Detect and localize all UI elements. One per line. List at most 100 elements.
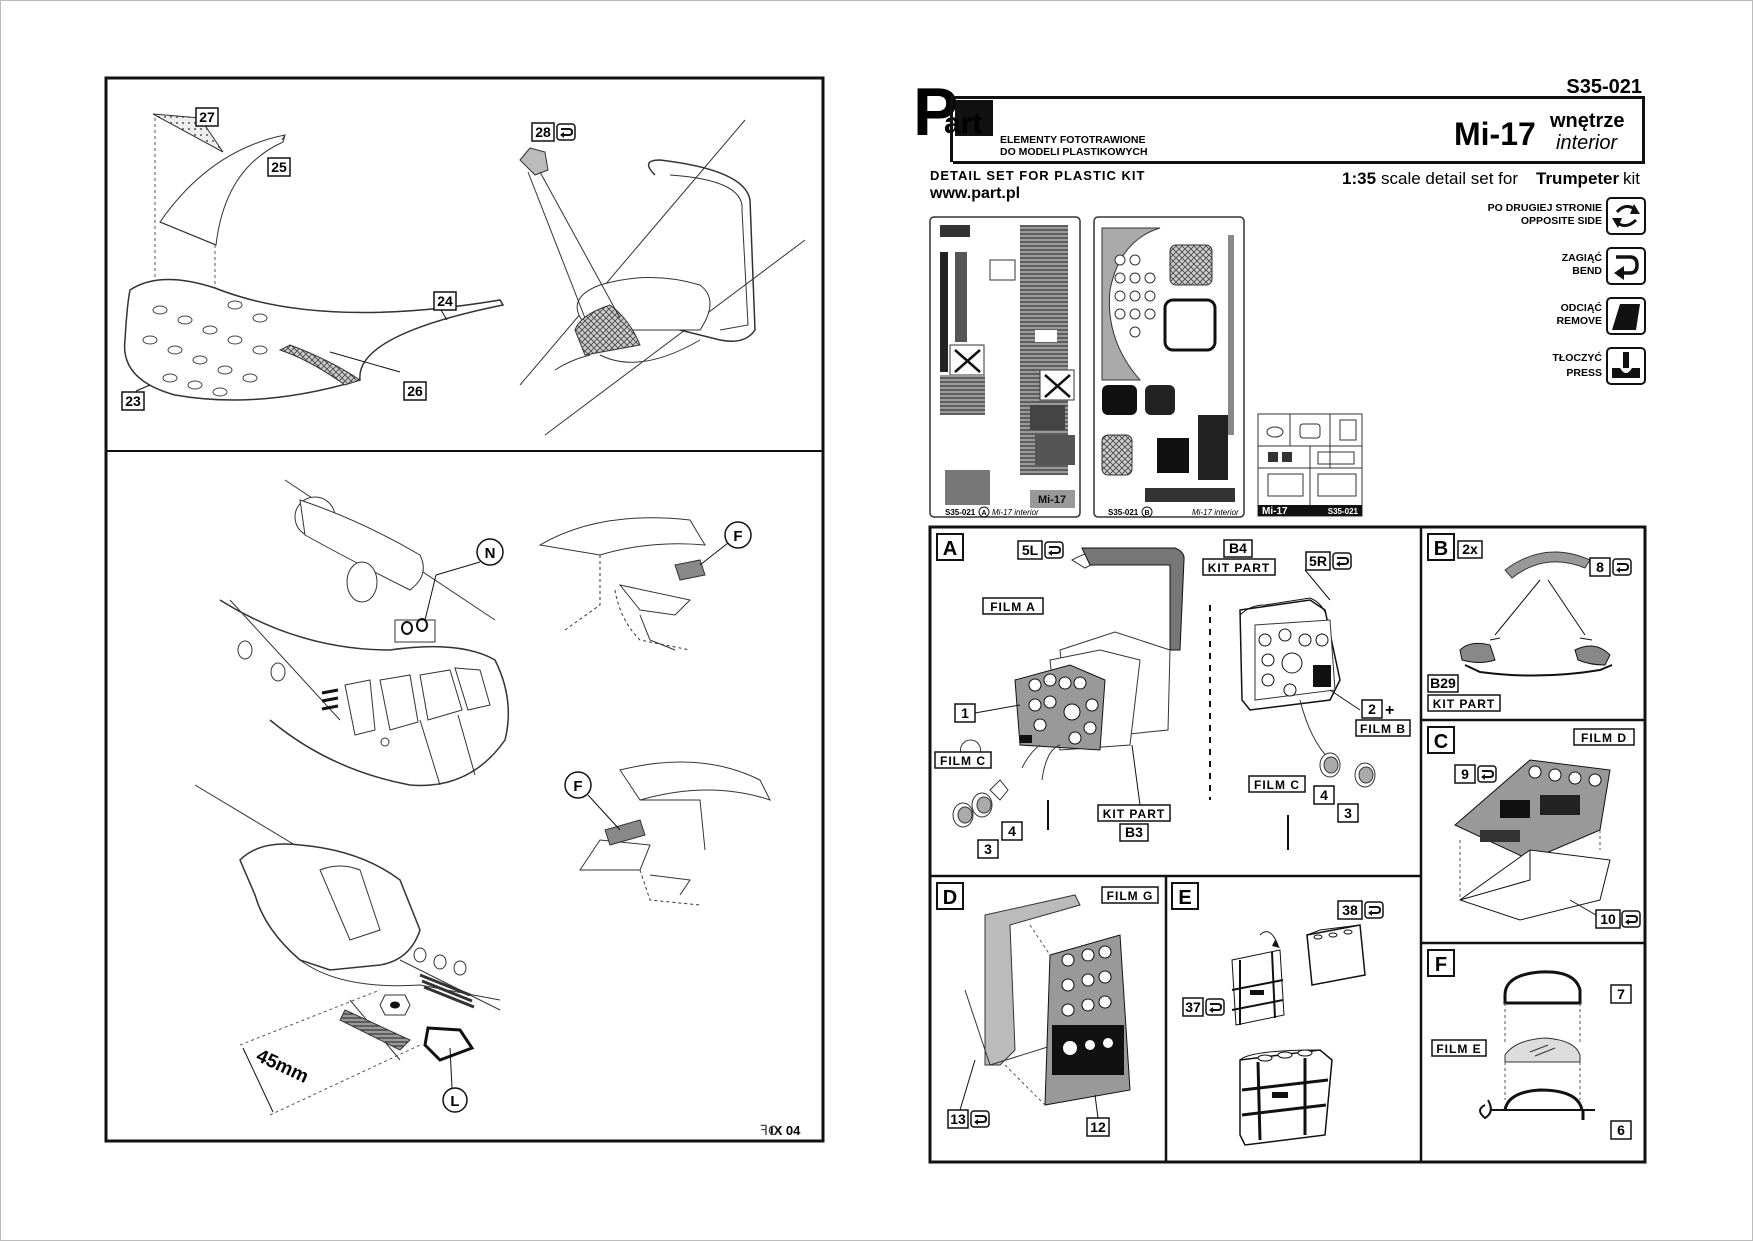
brand-line-1: ELEMENTY FOTOTRAWIONE [1000, 134, 1145, 146]
svg-text:5L: 5L [1022, 542, 1039, 558]
svg-text:KIT PART: KIT PART [1208, 561, 1270, 575]
cockpit-floor-diagram: L 45mm [194, 784, 501, 1116]
svg-text:13: 13 [950, 1111, 966, 1127]
svg-text:BEND: BEND [1572, 265, 1602, 277]
brand-line-2: DO MODELI PLASTIKOWYCH [1000, 146, 1148, 158]
svg-text:ZAGIĄĆ: ZAGIĄĆ [1562, 251, 1603, 264]
part-27: 27 [199, 109, 215, 125]
section-f: F 7 FILM E 6 [1427, 949, 1632, 1140]
svg-text:KIT PART: KIT PART [1103, 807, 1165, 821]
part-23: 23 [125, 393, 141, 409]
part-25: 25 [271, 159, 287, 175]
svg-text:3: 3 [1344, 805, 1352, 821]
svg-text:PRESS: PRESS [1566, 367, 1602, 379]
sc-logo-icon: ꟻC [760, 1122, 778, 1138]
svg-text:FILM G: FILM G [1107, 889, 1154, 903]
svg-text:B4: B4 [1229, 540, 1247, 556]
section-c-title: C [1434, 731, 1448, 753]
film-sheet: Mi-17 S35-021 [1257, 413, 1363, 517]
part-28: 28 [535, 124, 551, 140]
svg-text:10: 10 [1600, 911, 1616, 927]
svg-text:12: 12 [1090, 1119, 1106, 1135]
section-a-labels: 5L FILM A B4 KIT PART 5R 1 2 + FILM B FI… [934, 539, 1411, 859]
svg-text:A: A [981, 510, 986, 517]
svg-text:B3: B3 [1125, 824, 1143, 840]
svg-text:Mi-17 interior: Mi-17 interior [992, 508, 1039, 517]
svg-text:FILM C: FILM C [940, 754, 986, 768]
cockpit-nose-diagram [519, 119, 806, 436]
fret-b: S35-021 B Mi-17 interior [1093, 216, 1245, 518]
steps-grid [928, 525, 1647, 1164]
svg-text:1: 1 [961, 705, 969, 721]
svg-text:38: 38 [1342, 902, 1358, 918]
kit-brand: Trumpeter [1536, 169, 1620, 188]
website: www.part.pl [929, 185, 1020, 202]
svg-text:37: 37 [1185, 999, 1201, 1015]
section-b-title: B [1434, 538, 1448, 560]
svg-text:2: 2 [1368, 701, 1376, 717]
svg-text:3: 3 [984, 841, 992, 857]
header: S35-021 P art ELEMENTY FOTOTRAWIONE DO M… [913, 74, 1645, 202]
svg-text:6: 6 [1617, 1122, 1625, 1138]
product-code: S35-021 [1566, 76, 1642, 98]
footer-code: IX 04 [770, 1123, 801, 1138]
svg-text:5R: 5R [1309, 553, 1327, 569]
svg-text:art: art [944, 107, 982, 140]
svg-text:4: 4 [1320, 787, 1328, 803]
section-e: E 38 37 [1171, 882, 1384, 1146]
flip-icon [1606, 197, 1646, 235]
svg-text:+: + [1385, 702, 1394, 719]
section-d-title: D [943, 887, 957, 909]
svg-text:B29: B29 [1430, 675, 1456, 691]
svg-text:PO DRUGIEJ STRONIE: PO DRUGIEJ STRONIE [1488, 202, 1602, 214]
svg-text:FILM A: FILM A [990, 600, 1036, 614]
svg-text:FILM B: FILM B [1360, 722, 1406, 736]
svg-text:9: 9 [1461, 766, 1469, 782]
model-title: Mi-17 [1454, 116, 1536, 152]
fret-a: Mi-17 S35-021 A Mi-17 interior [929, 216, 1081, 518]
svg-text:7: 7 [1617, 986, 1625, 1002]
marker-f-1: F [733, 528, 742, 545]
remove-icon [1606, 297, 1646, 335]
cabin-f-top-diagram: F [538, 517, 752, 651]
svg-text:KIT PART: KIT PART [1433, 697, 1495, 711]
section-a-title: A [943, 538, 957, 560]
fret-b-code: S35-021 [1108, 508, 1139, 517]
scale: 1:35 [1342, 169, 1376, 188]
svg-text:TŁOCZYĆ: TŁOCZYĆ [1552, 351, 1602, 364]
svg-text:2x: 2x [1462, 541, 1478, 557]
section-a: A [934, 533, 1411, 859]
svg-text:B: B [1144, 510, 1149, 517]
section-b: B 2x 8 B29 KIT PART [1427, 533, 1632, 712]
section-d: D FILM G 13 12 [936, 882, 1159, 1137]
fret-a-code: S35-021 [945, 508, 976, 517]
svg-text:REMOVE: REMOVE [1556, 315, 1602, 327]
svg-text:ODCIĄĆ: ODCIĄĆ [1561, 301, 1603, 314]
measure-label: 45mm [253, 1045, 312, 1087]
part-26: 26 [407, 383, 423, 399]
fret-a-plate: Mi-17 [1038, 494, 1066, 506]
section-e-title: E [1178, 887, 1191, 909]
cabin-f-bottom-diagram: F [564, 761, 771, 906]
marker-l: L [450, 1093, 459, 1110]
title-en: interior [1556, 132, 1618, 154]
film-code: S35-021 [1328, 507, 1359, 516]
part-24: 24 [437, 293, 453, 309]
section-c: C FILM D 9 10 [1427, 726, 1641, 929]
left-part-labels: 27 25 28 24 23 26 [121, 107, 576, 411]
title-pl: wnętrze [1549, 110, 1624, 132]
kit-word: kit [1623, 169, 1640, 188]
svg-text:FILM C: FILM C [1254, 778, 1300, 792]
bend-icon [1606, 247, 1646, 285]
scale-text: scale detail set for [1381, 169, 1518, 188]
svg-text:OPPOSITE SIDE: OPPOSITE SIDE [1521, 215, 1602, 227]
svg-text:4: 4 [1008, 823, 1016, 839]
svg-text:Mi-17 interior: Mi-17 interior [1192, 508, 1239, 517]
section-f-title: F [1435, 954, 1447, 976]
nose-floor-diagram [123, 113, 505, 401]
marker-n: N [485, 545, 496, 562]
subtitle: DETAIL SET FOR PLASTIC KIT [930, 168, 1145, 183]
press-icon [1606, 347, 1646, 385]
left-panel: N L 45mm [104, 76, 825, 1143]
